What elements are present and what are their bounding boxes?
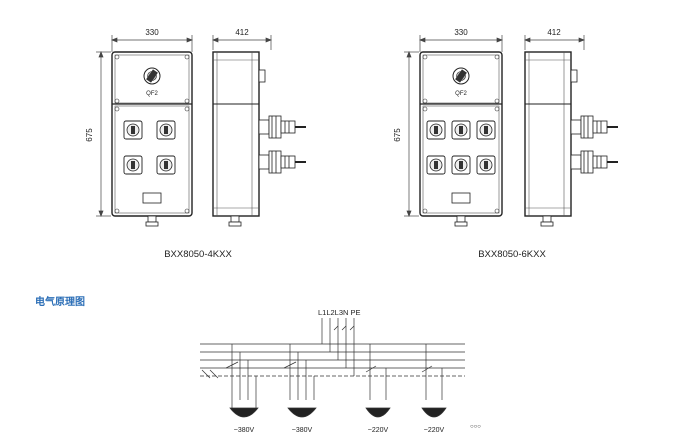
branch-voltage: ~220V (368, 427, 389, 434)
socket-grid (123, 120, 176, 175)
breaker-switch (452, 67, 470, 85)
height-dimension-value: 675 (393, 128, 402, 142)
branch-circuit (421, 344, 447, 418)
depth-dimension-value: 412 (547, 28, 561, 37)
socket-grid (426, 120, 496, 175)
branch-voltage: ~220V (424, 427, 445, 434)
side-plug-upper (570, 115, 618, 139)
socket (426, 155, 446, 175)
breaker-label: QF2 (455, 91, 467, 97)
breaker-switch (143, 67, 161, 85)
branch-circuit (365, 344, 391, 418)
electrical-schematic: L1L2L3N PE (200, 308, 481, 434)
enclosure-drawing-4kxx: 330 412 675 (85, 28, 306, 227)
model-label-4kxx: BXX8050-4KXX (164, 249, 232, 260)
branch-voltage: ~380V (292, 427, 313, 434)
schematic-heading: 电气原理图 (35, 295, 85, 308)
height-dimension (404, 51, 419, 217)
socket (451, 155, 471, 175)
branch-circuit (225, 344, 259, 418)
side-plug-upper (258, 115, 306, 139)
width-dimension-value: 330 (454, 28, 468, 37)
socket (476, 120, 496, 140)
width-dimension (419, 35, 503, 52)
enclosure-drawing-6kxx: 330 412 675 (393, 28, 618, 227)
socket (123, 120, 143, 140)
socket (156, 155, 176, 175)
height-dimension-value: 675 (85, 128, 94, 142)
breaker-label: QF2 (146, 91, 158, 97)
width-dimension (111, 35, 193, 52)
width-dimension-value: 330 (145, 28, 159, 37)
bus-feeders (321, 318, 355, 376)
main-switch-symbol (201, 369, 219, 379)
depth-dimension (212, 35, 272, 50)
depth-dimension (524, 35, 585, 50)
side-plug-lower (570, 150, 618, 174)
side-view (212, 51, 266, 227)
branch-voltage: ~380V (234, 427, 255, 434)
depth-dimension-value: 412 (235, 28, 249, 37)
socket (451, 120, 471, 140)
cable-gland (145, 215, 159, 227)
side-view (524, 51, 578, 227)
nameplate (142, 192, 162, 204)
bus-lines (200, 343, 465, 377)
front-view (111, 51, 193, 217)
height-dimension (96, 51, 111, 217)
socket (123, 155, 143, 175)
socket (476, 155, 496, 175)
continuation-marks: ○○○ (470, 424, 481, 430)
socket (156, 120, 176, 140)
bus-phase-labels: L1L2L3N PE (318, 308, 361, 317)
side-plug-lower (258, 150, 306, 174)
branch-circuit (283, 344, 317, 418)
socket (426, 120, 446, 140)
cable-gland (454, 215, 468, 227)
model-label-6kxx: BXX8050-6KXX (478, 249, 546, 260)
nameplate (451, 192, 471, 204)
